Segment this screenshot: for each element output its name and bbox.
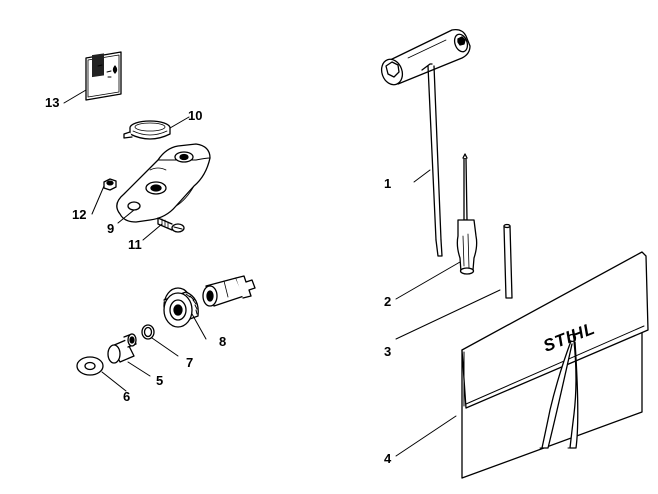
rod-part [503,223,513,299]
callout-8: 8 [219,334,227,349]
callout-1: 1 [384,176,392,191]
callout-6: 6 [123,389,131,404]
washer-part [76,356,104,376]
callout-12: 12 [72,207,87,222]
callout-5: 5 [156,373,164,388]
knurled-nut-part [163,287,199,328]
callout-3: 3 [384,344,392,359]
combination-wrench-part [380,28,471,257]
callout-10: 10 [188,108,203,123]
fitting-part [107,333,137,364]
coupling-part [202,275,256,307]
o-ring-part [141,324,155,340]
nut-part [103,178,117,191]
callout-13: 13 [45,95,60,110]
tool-pouch-part [461,251,649,479]
callout-11: 11 [128,237,142,252]
callout-7: 7 [186,355,194,370]
label-sticker-part [85,51,122,101]
callout-4: 4 [384,451,392,466]
screwdriver-part [456,153,478,275]
callout-9: 9 [107,221,115,236]
leader-lines [63,89,501,457]
screw-part [157,217,185,233]
housing-bracket-part [116,143,211,223]
clamp-part [123,120,171,140]
callout-2: 2 [384,294,392,309]
